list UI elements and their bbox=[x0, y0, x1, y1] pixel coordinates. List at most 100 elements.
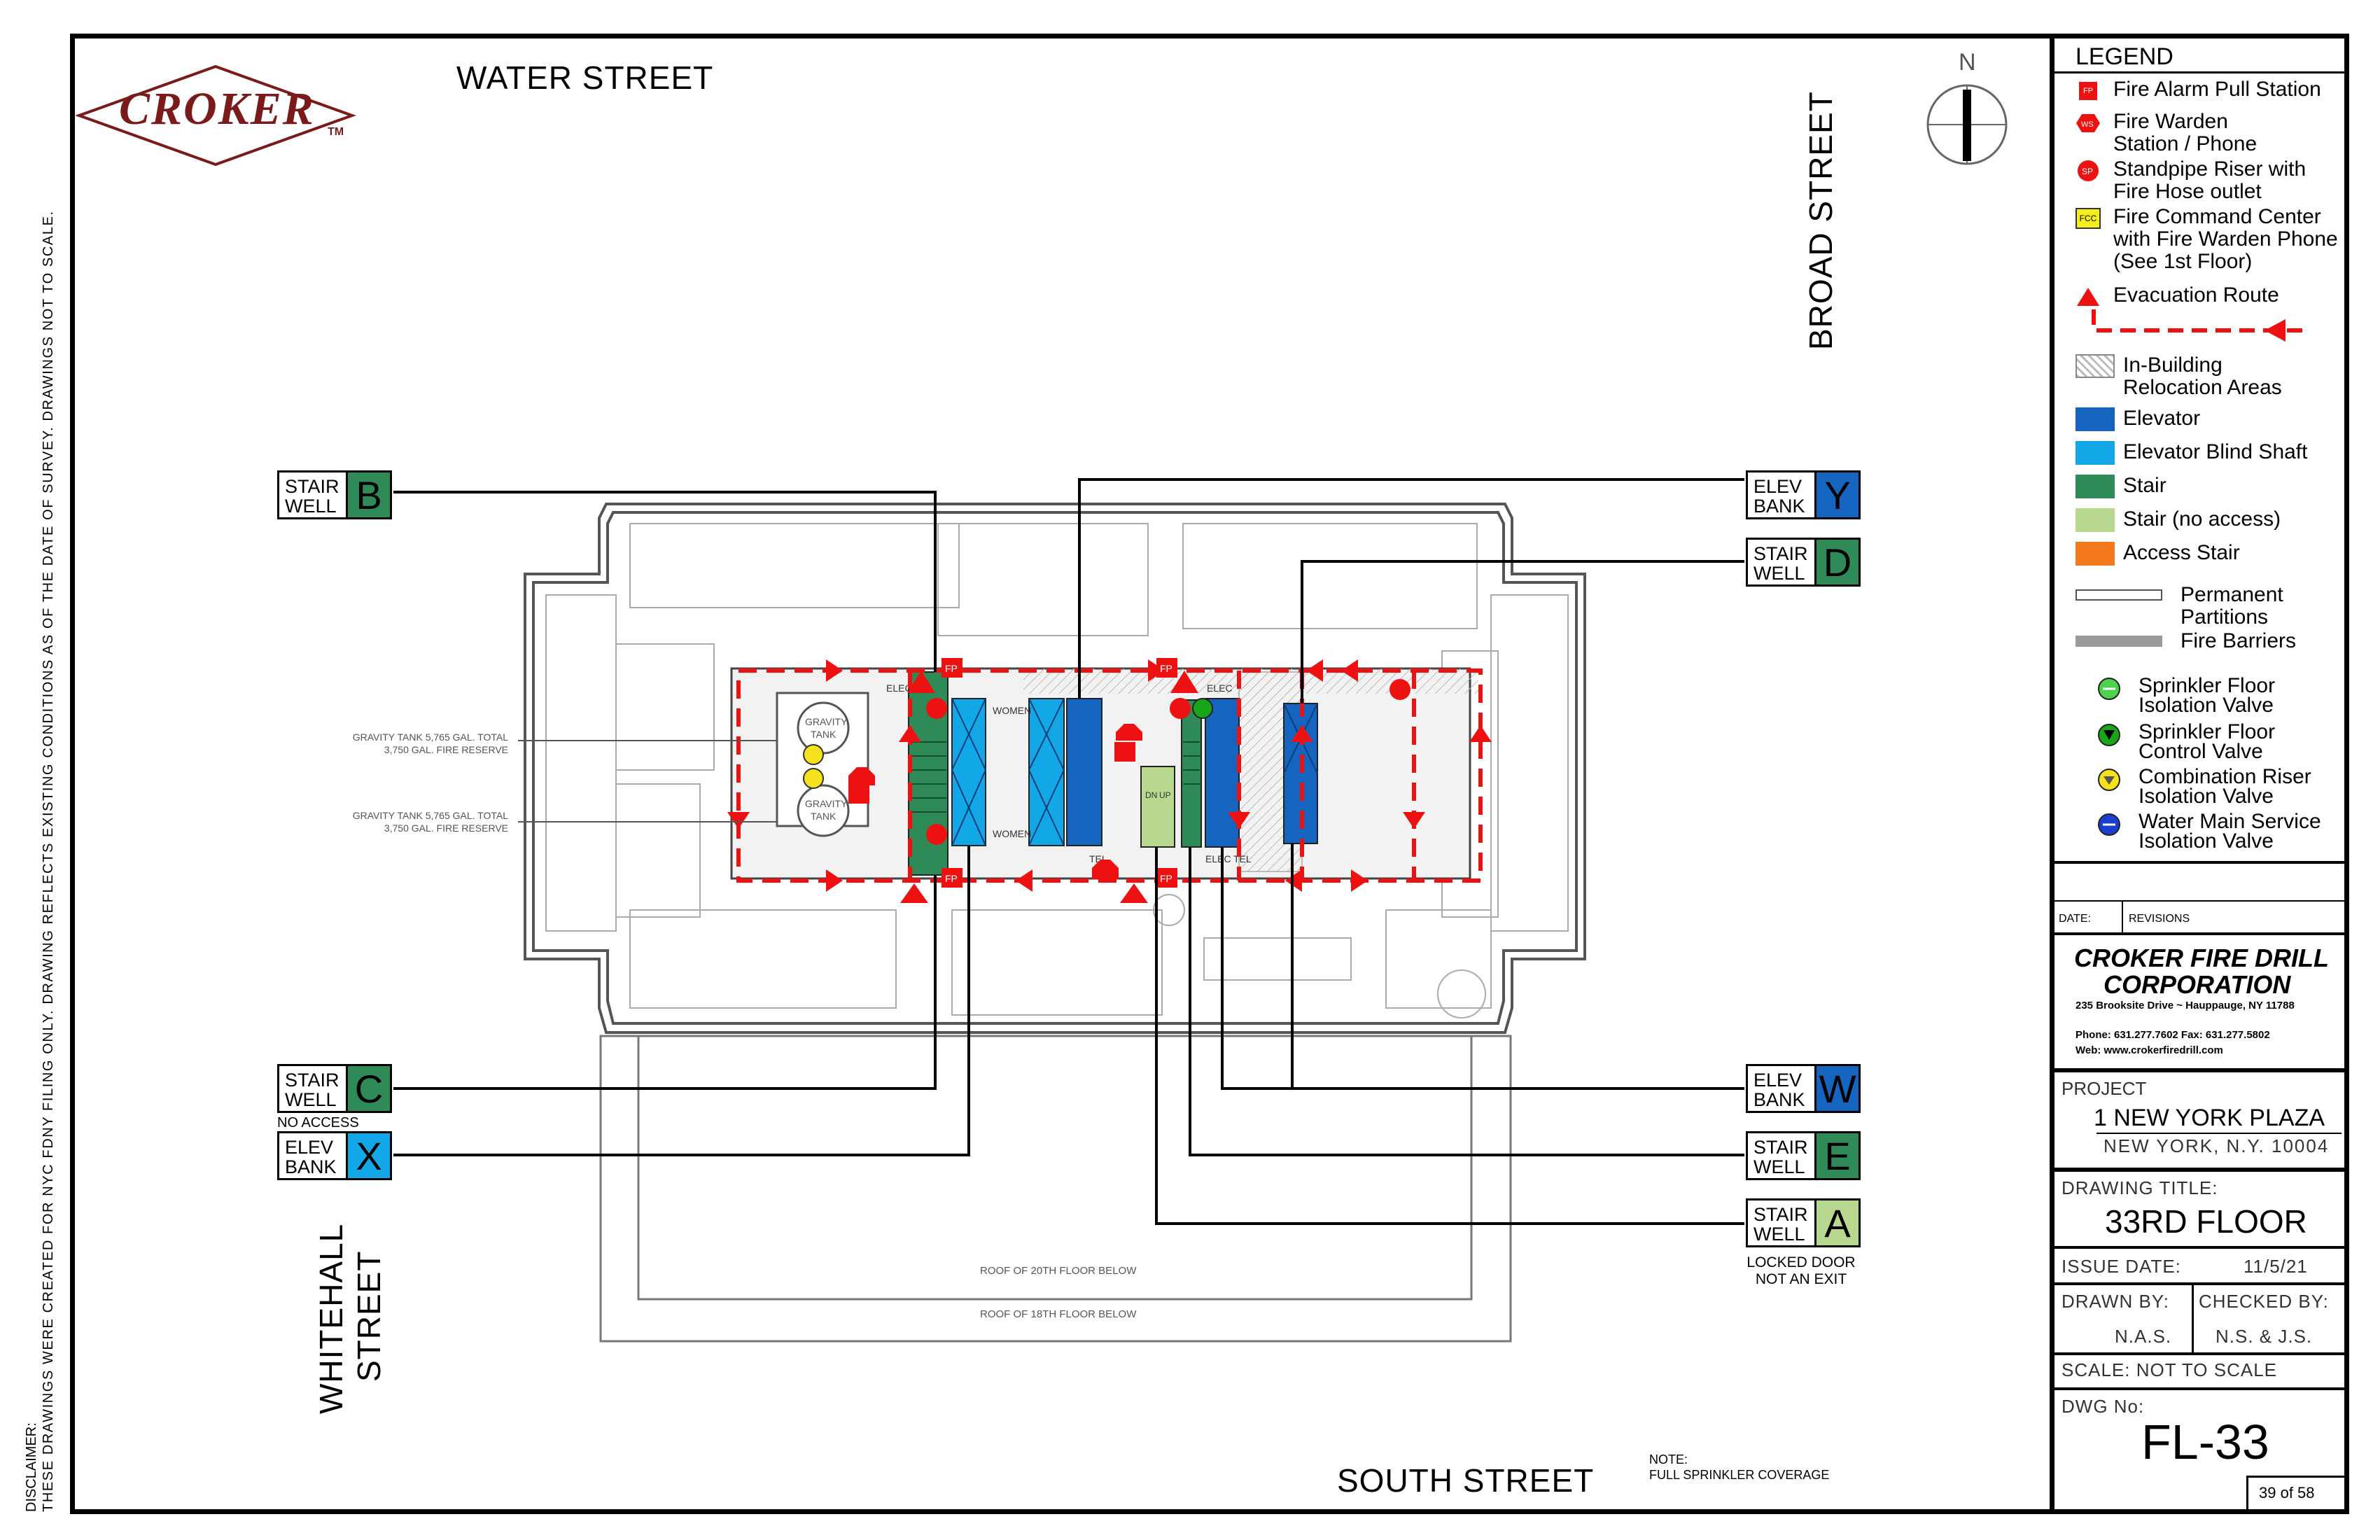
legend-elevator: Elevator bbox=[2076, 407, 2200, 431]
fp-symbol-3: FP bbox=[945, 873, 958, 884]
drawing-title-rule bbox=[2054, 1168, 2349, 1172]
elev-bank-w-shape bbox=[1205, 698, 1240, 848]
scale-rule bbox=[2054, 1352, 2349, 1355]
drawn-label: DRAWN BY: bbox=[2062, 1291, 2169, 1312]
tank-label-2a: GRAVITY bbox=[805, 798, 848, 809]
tag-stair-d-line2: WELL bbox=[1754, 563, 1805, 584]
tag-elev-w-letter: W bbox=[1816, 1066, 1858, 1111]
stair-swatch bbox=[2076, 475, 2115, 498]
room-label-women-2: WOMEN bbox=[993, 828, 1031, 839]
fire-warden-icon-label: WS bbox=[2081, 120, 2094, 129]
legend-criv-text2: Isolation Valve bbox=[2138, 785, 2274, 808]
checked-by: N.S. & J.S. bbox=[2216, 1326, 2313, 1347]
blind-shaft-swatch bbox=[2076, 441, 2115, 465]
tag-stair-c-letter: C bbox=[348, 1066, 390, 1111]
relocation-swatch bbox=[2076, 354, 2115, 378]
project-city: NEW YORK, N.Y. 10004 bbox=[2104, 1135, 2330, 1156]
combination-riser-legend-icon bbox=[2096, 767, 2122, 792]
sprinkler-note-body: FULL SPRINKLER COVERAGE bbox=[1649, 1468, 1830, 1482]
fire-alarm-icon: FP bbox=[2076, 78, 2101, 104]
drawing-frame bbox=[70, 34, 2349, 1514]
tag-stair-a-note1: LOCKED DOOR bbox=[1746, 1254, 1856, 1270]
elevator-marks bbox=[951, 698, 1318, 846]
room-label-elec-2: ELEC bbox=[1207, 682, 1233, 694]
company-rule bbox=[2054, 932, 2349, 935]
combination-riser-valve-icon bbox=[803, 768, 824, 789]
tag-stair-d-line1: STAIR bbox=[1754, 543, 1808, 564]
issue-rule bbox=[2054, 1246, 2349, 1249]
legend-fire-warden-text2: Station / Phone bbox=[2113, 132, 2258, 155]
fp-symbol-2: FP bbox=[1160, 663, 1172, 674]
tag-elev-x-line1: ELEV bbox=[285, 1137, 334, 1158]
evacuation-route bbox=[736, 668, 1483, 883]
tag-stair-a-line1: STAIR bbox=[1754, 1204, 1808, 1225]
tank-label-1b: TANK bbox=[811, 729, 836, 740]
elevator-swatch bbox=[2076, 407, 2115, 431]
project-rule bbox=[2054, 1068, 2349, 1072]
checked-label: CHECKED BY: bbox=[2199, 1291, 2329, 1312]
tank-note-2-line2: 3,750 GAL. FIRE RESERVE bbox=[384, 822, 508, 834]
water-main-valve-icon bbox=[2096, 812, 2122, 837]
legend-fire-barriers: Fire Barriers bbox=[2076, 630, 2296, 652]
title-block: LEGEND FP Fire Alarm Pull Station WS Fir… bbox=[2050, 34, 2349, 1514]
tag-elev-x-letter: X bbox=[348, 1133, 390, 1178]
dwg-rule bbox=[2054, 1387, 2349, 1390]
revisions-label: REVISIONS bbox=[2129, 913, 2190, 925]
legend-evac: Evacuation Route bbox=[2076, 284, 2279, 309]
legend-standpipe-text1: Standpipe Riser with bbox=[2113, 158, 2306, 181]
stair-e-shape bbox=[1181, 699, 1202, 848]
company-name-2: CORPORATION bbox=[2104, 970, 2291, 999]
legend-fire-warden-text1: Fire Warden bbox=[2113, 110, 2228, 133]
legend-fire-alarm-text: Fire Alarm Pull Station bbox=[2113, 78, 2321, 101]
legend-evac-text: Evacuation Route bbox=[2113, 284, 2279, 307]
legend-blind-shaft-text: Elevator Blind Shaft bbox=[2123, 440, 2308, 463]
legend-fire-alarm: FP Fire Alarm Pull Station bbox=[2076, 78, 2321, 104]
combination-riser-valve-icon bbox=[803, 744, 824, 765]
company-name-1: CROKER FIRE DRILL bbox=[2074, 944, 2329, 972]
evac-arrow-icon bbox=[2076, 284, 2101, 309]
revisions-divider bbox=[2122, 902, 2123, 932]
tank-note-1-line2: 3,750 GAL. FIRE RESERVE bbox=[384, 744, 508, 755]
tag-stair-c-note: NO ACCESS bbox=[277, 1115, 359, 1130]
tank-note-2-line1: GRAVITY TANK 5,765 GAL. TOTAL bbox=[352, 810, 508, 821]
legend-access-stair-text: Access Stair bbox=[2123, 541, 2240, 564]
revisions-date-label: DATE: bbox=[2059, 913, 2091, 925]
revisions-mid-rule bbox=[2054, 900, 2349, 902]
sprinkler-control-valve-legend-icon bbox=[2096, 722, 2122, 748]
sprinkler-note: NOTE: FULL SPRINKLER COVERAGE bbox=[1649, 1452, 1829, 1483]
tank-note-1-line1: GRAVITY TANK 5,765 GAL. TOTAL bbox=[352, 732, 508, 743]
legend-criv-text1: Combination Riser bbox=[2138, 765, 2311, 788]
fire-warden-stations bbox=[848, 724, 1142, 879]
fire-alarm-pull-stations bbox=[848, 658, 1177, 888]
fp-symbol-4: FP bbox=[1160, 873, 1172, 884]
standpipe-icon-label: SP bbox=[2082, 167, 2093, 176]
legend-partitions-text1: Permanent bbox=[2180, 583, 2283, 606]
legend-fcc-text1: Fire Command Center bbox=[2113, 205, 2321, 228]
street-south: SOUTH STREET bbox=[1337, 1462, 1595, 1499]
company-phone: Phone: 631.277.7602 Fax: 631.277.5802 bbox=[2076, 1029, 2270, 1041]
evacuation-arrows bbox=[727, 659, 1492, 903]
issue-label: ISSUE DATE: bbox=[2062, 1256, 2181, 1277]
room-label-elec-3: ELEC bbox=[1205, 853, 1231, 864]
dwg-number: FL-33 bbox=[2141, 1415, 2269, 1469]
tag-stair-c-line2: WELL bbox=[285, 1089, 337, 1110]
roof-outlines bbox=[599, 1035, 1512, 1343]
legend-partitions-text2: Partitions bbox=[2180, 606, 2269, 629]
legend-fire-barriers-text: Fire Barriers bbox=[2180, 629, 2297, 652]
stair-a-shape bbox=[1140, 766, 1175, 848]
tank-label-2b: TANK bbox=[811, 811, 836, 822]
dwg-label: DWG No: bbox=[2062, 1396, 2145, 1417]
legend-relocation-text2: Relocation Areas bbox=[2123, 376, 2282, 399]
tag-stair-e-line1: STAIR bbox=[1754, 1137, 1808, 1158]
legend-stair-no-access: Stair (no access) bbox=[2076, 508, 2281, 532]
legend-relocation-text1: In-Building bbox=[2123, 354, 2222, 377]
tag-stair-a-note2: NOT AN EXIT bbox=[1755, 1271, 1847, 1287]
leader-lines bbox=[393, 478, 1744, 1225]
